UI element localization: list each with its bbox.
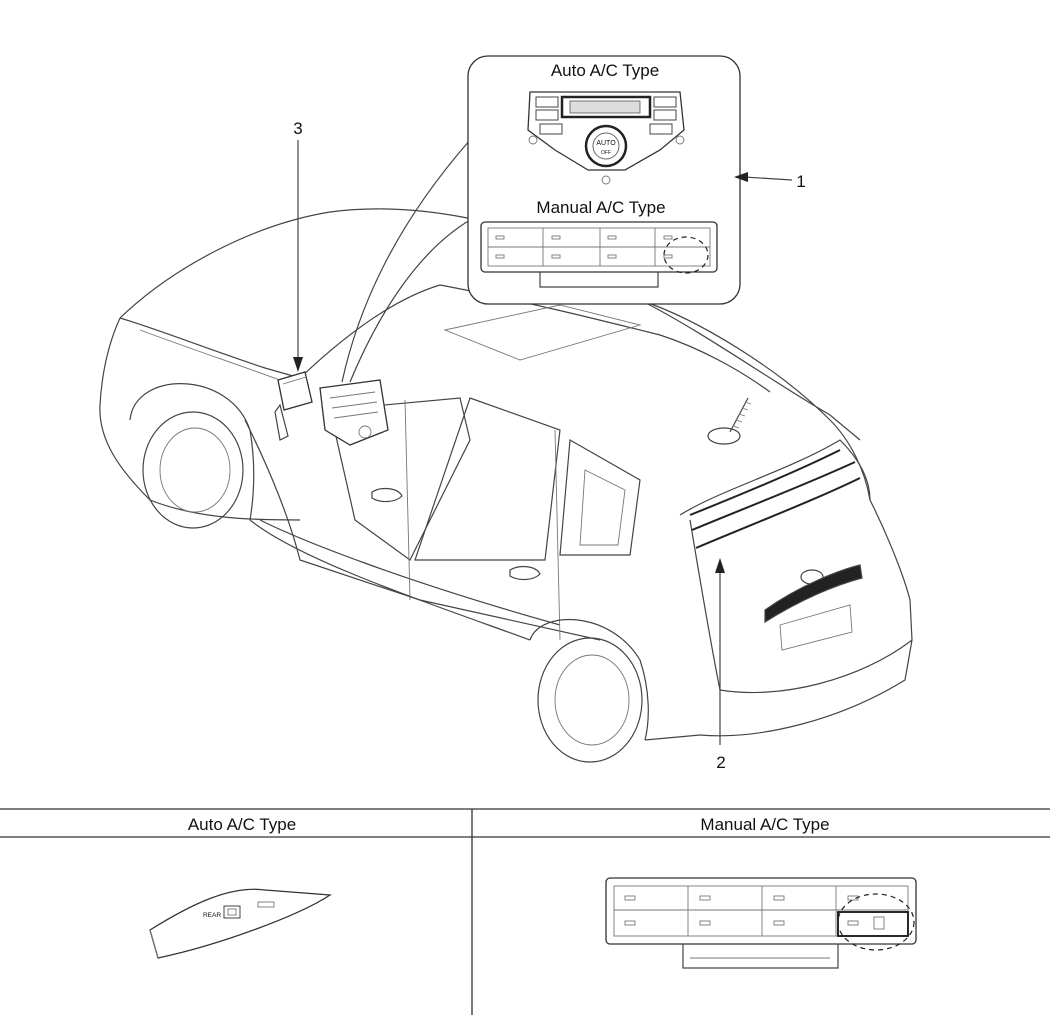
auto-ac-control-head: AUTO OFF (527, 91, 685, 185)
callout-auto-title: Auto A/C Type (551, 61, 659, 80)
manual-ac-control-panel (480, 221, 718, 288)
auto-knob-sublabel: OFF (601, 150, 611, 156)
auto-rear-defrost-switch: REAR (149, 888, 332, 959)
leader-label-2: 2 (715, 558, 726, 772)
callout-connector (349, 219, 471, 383)
leader-label-3: 3 (293, 119, 303, 372)
manual-ac-panel-large (605, 877, 917, 969)
rear-defog-switch-highlight-large (837, 893, 915, 951)
label-3: 3 (293, 119, 302, 138)
table-header-auto: Auto A/C Type (188, 815, 296, 834)
table-header-manual: Manual A/C Type (700, 815, 829, 834)
callout-connector (341, 139, 471, 383)
ac-type-table: Auto A/C Type Manual A/C Type REAR (0, 808, 1050, 1015)
ac-type-callout: Auto A/C Type AUTO OFF Manual A/C Type (467, 55, 741, 305)
label-1: 1 (796, 172, 805, 191)
leader-label-1: 1 (734, 172, 806, 191)
rear-defog-switch-highlight (663, 236, 709, 274)
rear-switch-label: REAR (203, 912, 221, 919)
auto-knob-label: AUTO (596, 140, 616, 147)
label-2: 2 (716, 753, 725, 772)
callout-manual-title: Manual A/C Type (536, 198, 665, 217)
